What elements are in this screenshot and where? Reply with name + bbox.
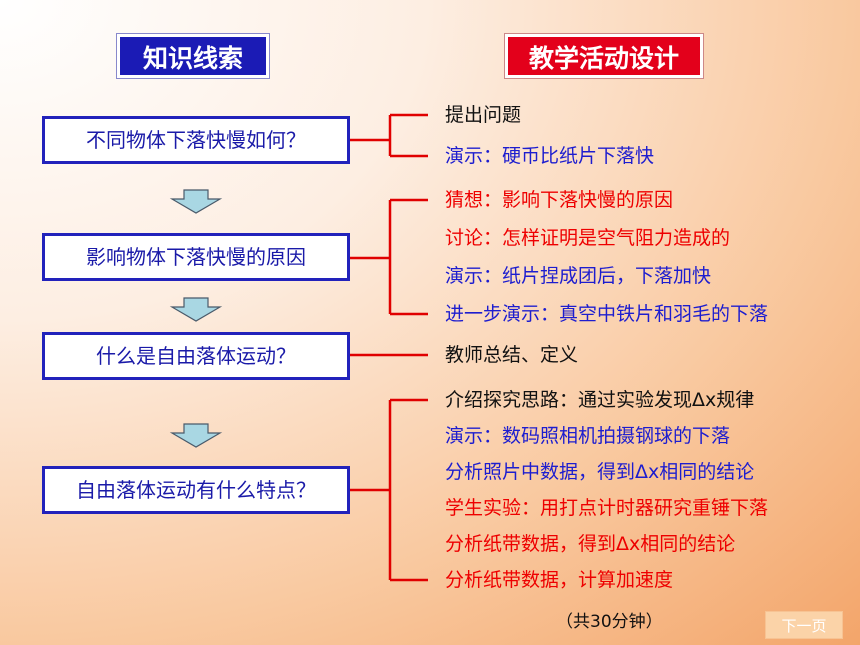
activity-item: 提出问题 xyxy=(445,104,522,126)
activity-item: 教师总结、定义 xyxy=(445,344,579,366)
next-page-button[interactable]: 下一页 xyxy=(765,611,843,639)
activity-item: 进一步演示：真空中铁片和羽毛的下落 xyxy=(445,303,769,325)
activity-item: 分析纸带数据，计算加速度 xyxy=(445,569,674,591)
activity-item: 讨论：怎样证明是空气阻力造成的 xyxy=(445,227,731,249)
header-teaching-activities: 教学活动设计 xyxy=(504,33,704,79)
activity-item: 分析纸带数据，得到Δx相同的结论 xyxy=(445,533,736,555)
activity-item: 介绍探究思路：通过实验发现Δx规律 xyxy=(445,389,755,411)
knowledge-box-4: 自由落体运动有什么特点？ xyxy=(42,466,350,514)
knowledge-box-1: 不同物体下落快慢如何？ xyxy=(42,116,350,164)
knowledge-box-3: 什么是自由落体运动？ xyxy=(42,332,350,380)
duration-note: （共30分钟） xyxy=(556,612,663,632)
knowledge-box-2: 影响物体下落快慢的原因 xyxy=(42,233,350,281)
connectors xyxy=(350,113,428,582)
down-arrow-icon xyxy=(169,423,223,448)
down-arrow-icon xyxy=(169,297,223,322)
activity-item: 学生实验：用打点计时器研究重锤下落 xyxy=(445,497,769,519)
down-arrow-icon xyxy=(169,189,223,214)
activity-item: 分析照片中数据，得到Δx相同的结论 xyxy=(445,461,755,483)
activity-item: 演示：纸片捏成团后，下落加快 xyxy=(445,265,712,287)
flow-arrows xyxy=(169,189,223,448)
activity-item: 演示：硬币比纸片下落快 xyxy=(445,145,655,167)
header-knowledge-clues: 知识线索 xyxy=(116,33,270,79)
activity-item: 猜想：影响下落快慢的原因 xyxy=(445,189,674,211)
activity-item: 演示：数码照相机拍摄钢球的下落 xyxy=(445,425,731,447)
